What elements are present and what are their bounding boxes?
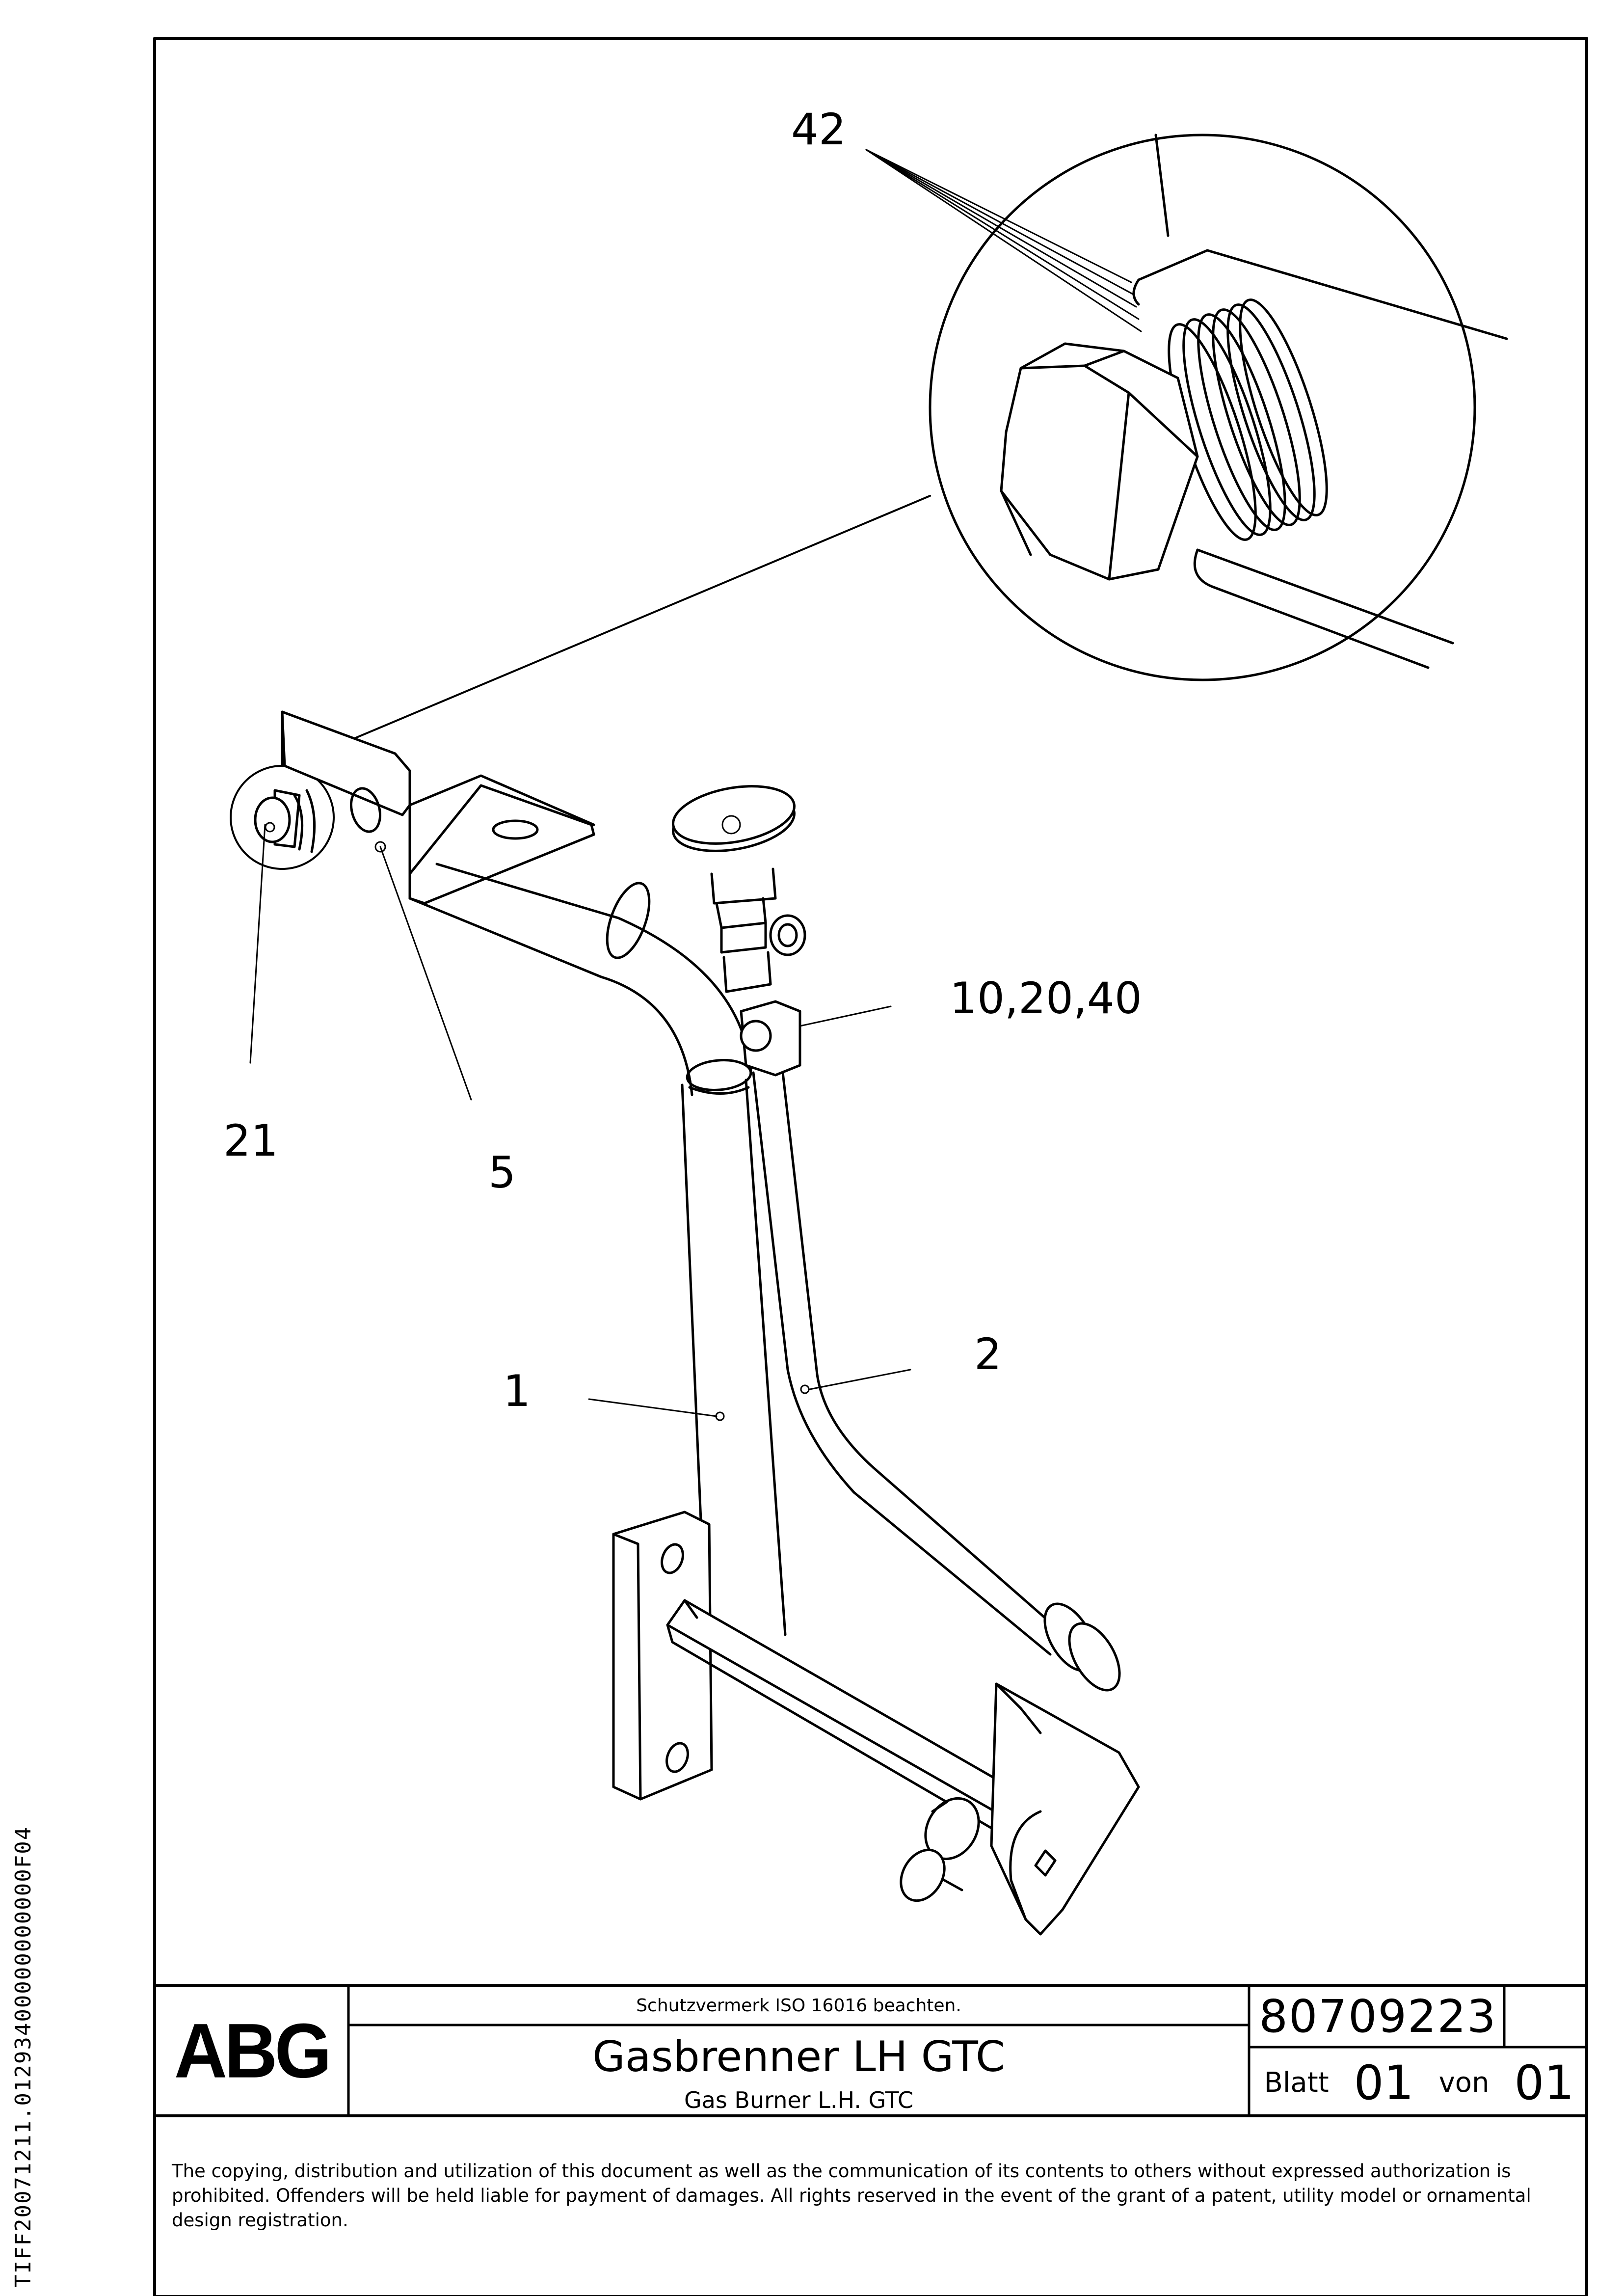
label-5: 5 [488,1147,516,1198]
title-german: Gasbrenner LH GTC [592,2032,1005,2081]
sheet-label: Blatt [1264,2067,1329,2099]
burner-assembly [612,1511,1140,1936]
side-file-code: TIFF20071211.01293400000000000F04 [11,1826,36,2288]
label-42: 42 [791,104,846,155]
main-pipe [408,863,787,1636]
gas-hose [752,1071,1121,1692]
mounting-bracket [254,710,595,905]
label-21: 21 [223,1115,278,1166]
sheet-total: 01 [1514,2055,1574,2110]
title-english: Gas Burner L.H. GTC [684,2086,914,2113]
detail-connector-line [306,495,931,759]
leader-1 [588,1398,725,1421]
title-block: ABG Schutzvermerk ISO 16016 beachten. Ga… [155,1986,1587,2116]
label-2: 2 [974,1329,1002,1379]
sheet-number: 01 [1354,2055,1414,2110]
label-1: 1 [503,1366,531,1416]
leader-5 [379,846,472,1101]
copyright-notice: The copying, distribution and utilizatio… [172,2161,1531,2231]
leader-21 [249,824,266,1064]
gas-valve [672,785,892,1077]
protection-note: Schutzvermerk ISO 16016 beachten. [636,1995,961,2016]
detail-view-plug [865,134,1508,681]
of-label: von [1438,2067,1490,2099]
label-10-20-40: 10,20,40 [950,973,1142,1024]
abg-logo: ABG [174,2007,332,2094]
document-number: 80709223 [1259,1990,1497,2043]
sheet-info: Blatt 01 von 01 [1251,2050,1587,2116]
drawing-frame [153,37,1588,2296]
